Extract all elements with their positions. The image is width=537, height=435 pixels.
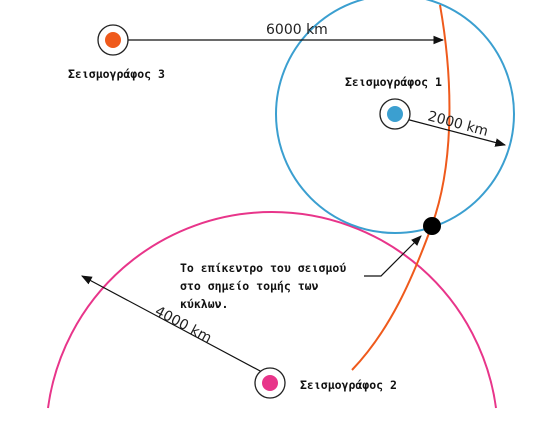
distance-arrow-seismograph-2 <box>81 275 263 373</box>
distance-arc-seismograph-3 <box>351 4 451 371</box>
epicenter-note: Το επίκεντρο του σεισμού στο σημείο τομή… <box>180 261 346 311</box>
epicenter-pointer <box>364 235 422 277</box>
seismograph-3-label: Σεισμογράφος 3 <box>68 67 165 81</box>
seismograph-1-label: Σεισμογράφος 1 <box>345 75 442 89</box>
distance-label-seismograph-1: 2000 km <box>426 108 490 139</box>
epicenter-point <box>423 217 441 235</box>
distance-circle-seismograph-2 <box>47 211 497 409</box>
distance-circle-seismograph-1 <box>275 0 515 234</box>
seismograph-2-label: Σεισμογράφος 2 <box>300 378 397 392</box>
distance-label-seismograph-3: 6000 km <box>266 22 328 38</box>
epicenter-note-line-3: κύκλων. <box>180 297 228 311</box>
seismograph-3-marker <box>97 24 129 56</box>
seismograph-2-marker <box>254 367 286 399</box>
seismograph-1-marker <box>379 98 411 130</box>
epicenter-note-line-1: Το επίκεντρο του σεισμού <box>180 261 346 275</box>
epicenter-note-line-2: στο σημείο τομής των <box>180 279 319 293</box>
distance-arrow-seismograph-1 <box>401 117 507 147</box>
